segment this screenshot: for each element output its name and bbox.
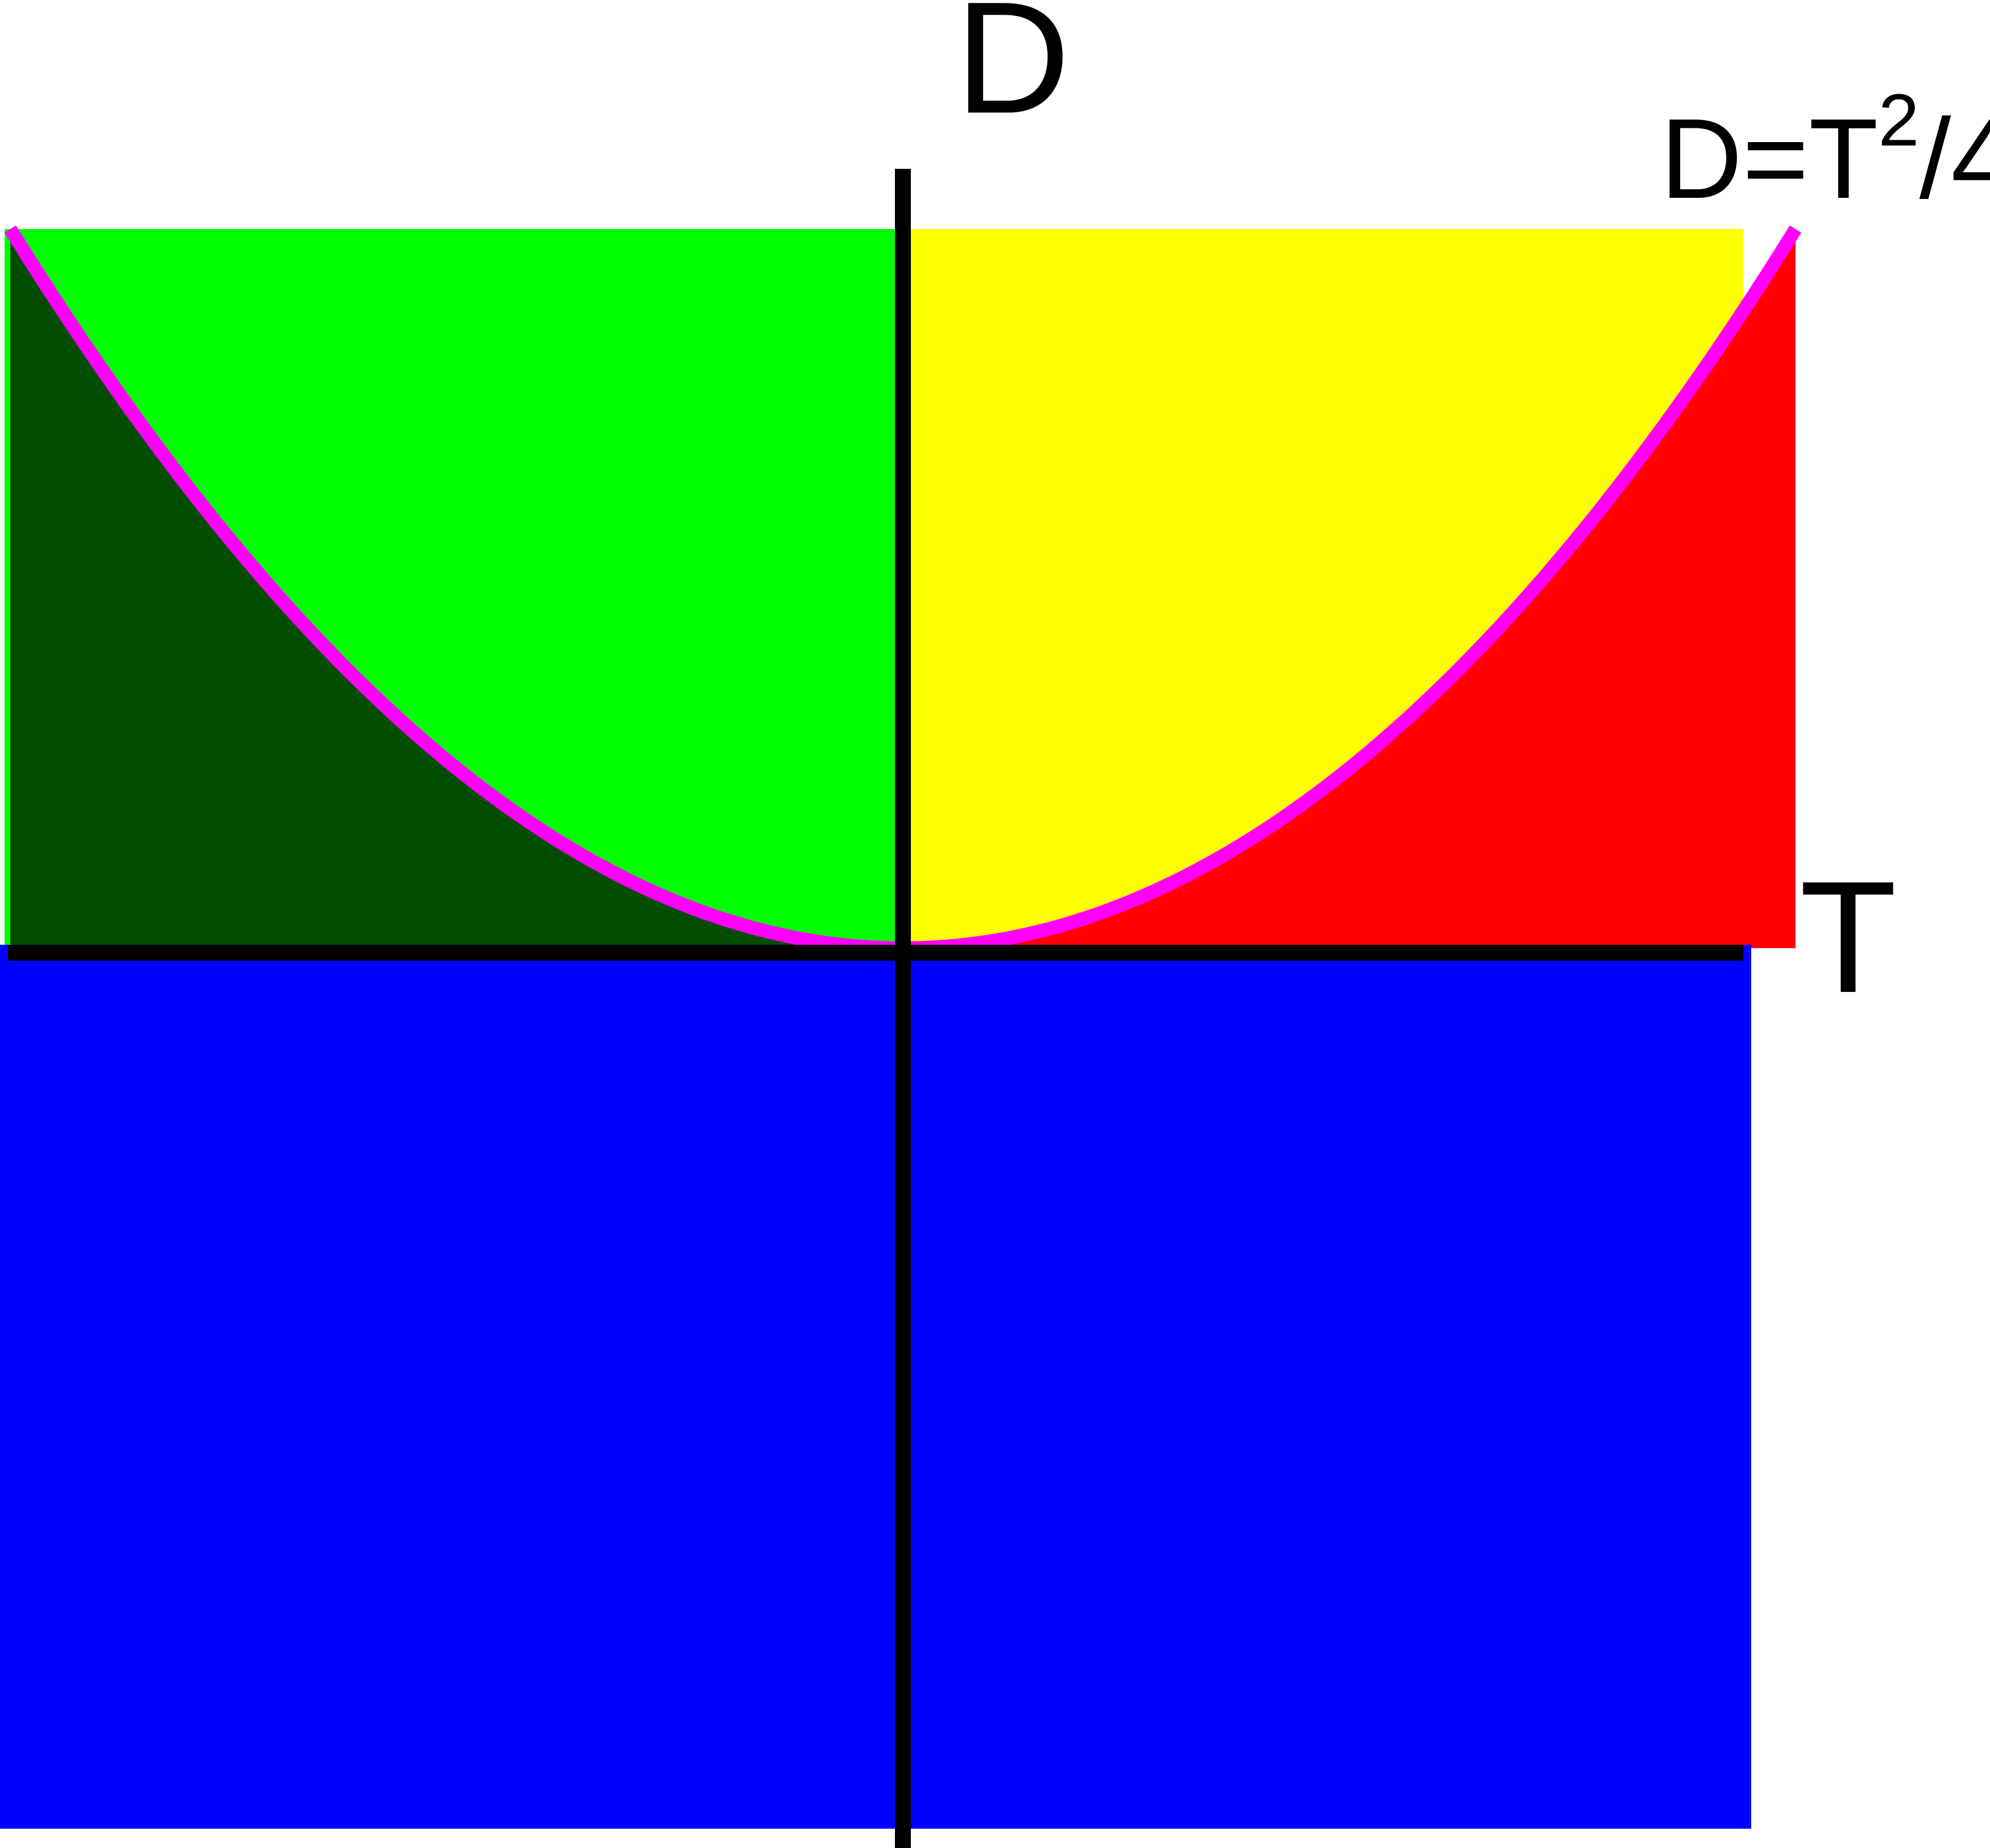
region-lower (0, 945, 1751, 1829)
region-upper-right-outside (903, 229, 1796, 948)
t-axis-label: T (1800, 849, 1897, 1026)
d-axis-label: D (955, 0, 1070, 147)
curve-equation-exponent: 2 (1878, 78, 1919, 161)
curve-equation-label: D=T2/4 (1660, 78, 1990, 222)
curve-equation-lhs: D=T (1660, 95, 1878, 222)
region-upper-left-outside (10, 229, 903, 948)
curve-equation-rhs: /4 (1919, 95, 1990, 222)
